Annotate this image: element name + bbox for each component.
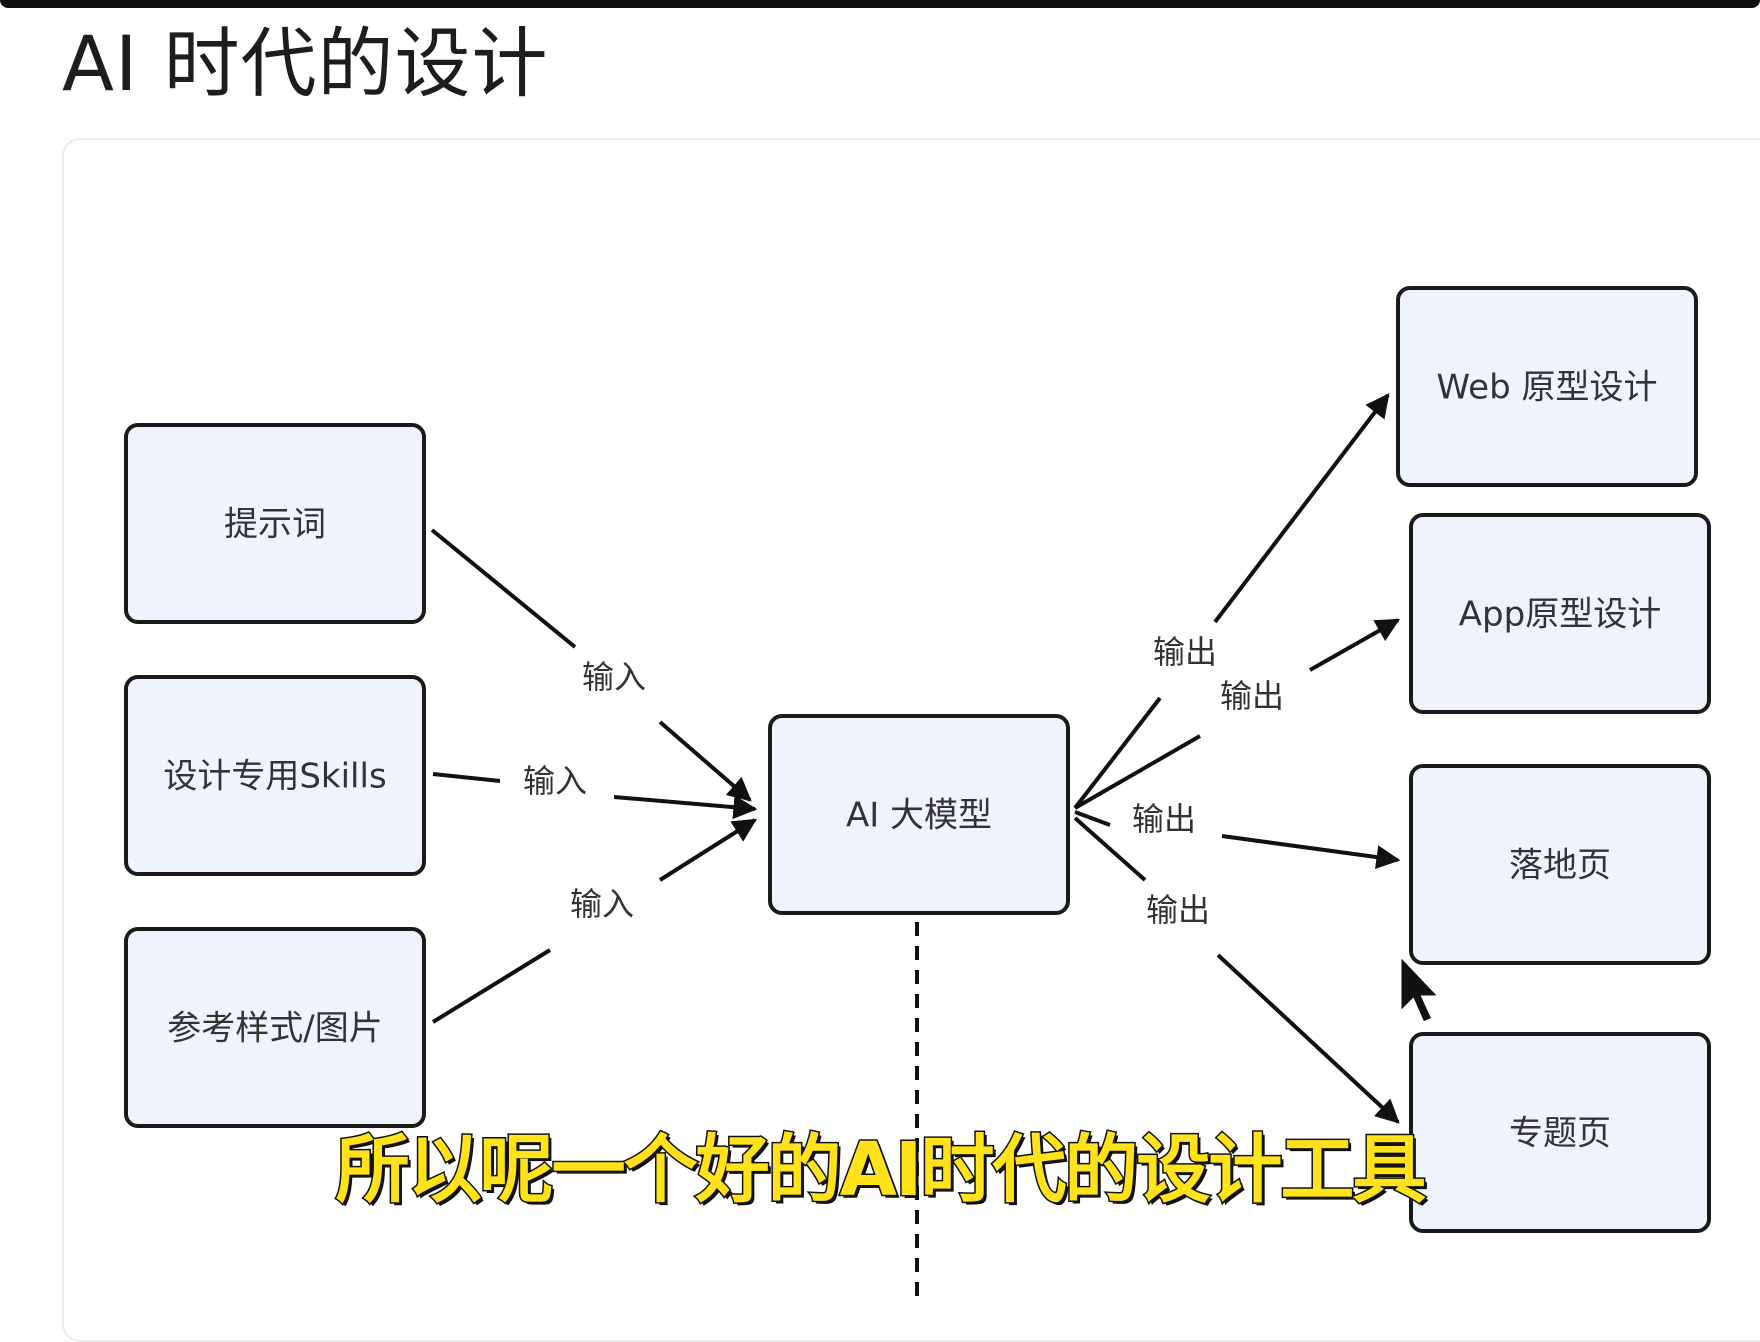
page-title: AI 时代的设计 [62,19,549,108]
edge-label-output-2: 输出 [1220,677,1284,715]
node-landing-page-label: 落地页 [1509,846,1611,886]
edge-prompt-to-model-a [430,528,577,649]
edge-model-to-web-b [1213,393,1390,624]
edge-model-to-app-b [1309,618,1401,672]
flow-diagram: 提示词 设计专用Skills 参考样式/图片 AI 大模型 Web 原型设计 A… [124,286,1711,1298]
edge-model-to-app-a [1074,734,1201,810]
node-ai-model-label: AI 大模型 [846,796,992,836]
node-web-prototype[interactable]: Web 原型设计 [1396,286,1698,487]
edge-model-to-topic-a [1073,816,1147,882]
node-web-prototype-label: Web 原型设计 [1437,368,1658,408]
window-top-bar [0,0,1760,8]
node-reference-label: 参考样式/图片 [167,1009,382,1049]
node-app-prototype[interactable]: App原型设计 [1409,513,1711,714]
edge-label-input-3: 输入 [570,885,634,923]
edge-label-output-4: 输出 [1146,891,1210,929]
mouse-cursor-icon [1398,951,1444,1025]
node-ai-model[interactable]: AI 大模型 [768,714,1070,915]
node-topic-page[interactable]: 专题页 [1409,1032,1711,1233]
node-prompt-label: 提示词 [224,505,326,545]
node-skills-label: 设计专用Skills [163,757,386,797]
node-app-prototype-label: App原型设计 [1459,595,1661,635]
edge-skills-to-model-b [613,795,758,820]
edge-model-to-web-a [1073,696,1162,810]
node-prompt[interactable]: 提示词 [124,423,426,624]
node-skills[interactable]: 设计专用Skills [124,675,426,876]
edge-label-output-1: 输出 [1153,633,1217,671]
edge-model-to-landing-b [1221,834,1401,869]
node-topic-page-label: 专题页 [1509,1114,1611,1154]
edge-reference-to-model-b [658,818,758,882]
edge-skills-to-model-a [432,772,501,783]
edge-label-output-3: 输出 [1132,800,1196,838]
node-landing-page[interactable]: 落地页 [1409,764,1711,965]
edge-label-input-2: 输入 [523,762,587,800]
edge-label-input-1: 输入 [582,658,646,696]
edge-model-to-topic-b [1216,953,1400,1124]
edge-prompt-to-model-b [658,720,752,802]
video-caption: 所以呢一个好的AI时代的设计工具 [334,1126,1428,1215]
node-reference[interactable]: 参考样式/图片 [124,927,426,1128]
edge-model-to-landing-a [1074,810,1111,827]
edge-reference-to-model-a [431,948,552,1024]
